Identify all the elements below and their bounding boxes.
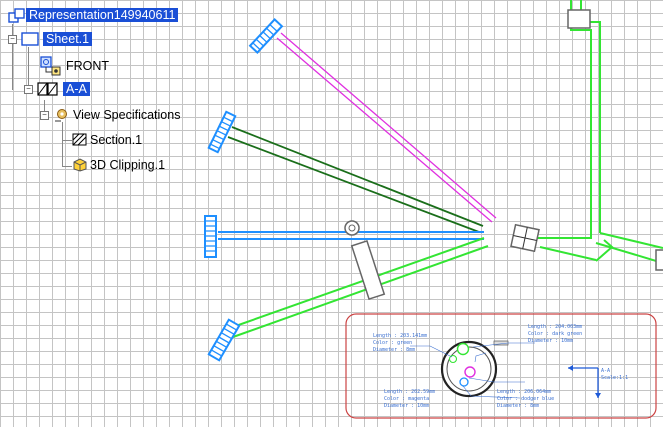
tree-connector <box>12 24 13 90</box>
callout-3-diameter: Diameter : 10mm <box>384 403 429 409</box>
view-specifications-gear-icon <box>53 108 69 122</box>
tree-connector <box>28 47 29 90</box>
magenta-rod[interactable] <box>248 18 497 223</box>
callout-4: Length : 206.064mm Color : dodger blue D… <box>497 389 554 409</box>
collapse-toggle-sheet[interactable]: − <box>8 34 17 44</box>
callout-2-diameter: Diameter : 10mm <box>528 338 573 344</box>
tree-item-view-specifications[interactable]: − View Specifications <box>40 108 180 122</box>
gray-bracket-right[interactable] <box>655 249 663 271</box>
tree-label-sheet: Sheet.1 <box>43 32 93 46</box>
tree-item-representation[interactable]: Representation149940611 <box>8 8 179 23</box>
tree-label-view-specifications: View Specifications <box>73 108 181 122</box>
tree-label-3d-clipping: 3D Clipping.1 <box>90 158 166 172</box>
callout-3: Length : 202.59mm Color : magenta Diamet… <box>384 389 435 409</box>
section-detail-view[interactable]: Length : 203.141mm Color : green Diamete… <box>345 313 657 419</box>
dodger-blue-rod[interactable] <box>204 215 484 258</box>
sheet-icon <box>21 32 39 46</box>
tree-label-section: Section.1 <box>90 133 143 147</box>
callout-1: Length : 203.141mm Color : green Diamete… <box>373 333 427 353</box>
specification-tree: Representation149940611 − Sheet.1 FRONT … <box>0 0 240 200</box>
tree-item-sheet[interactable]: − Sheet.1 <box>8 32 93 46</box>
callout-4-color: Color : dodger blue <box>497 396 554 402</box>
front-view-icon <box>40 56 62 76</box>
callout-2-length: Length : 204.003mm <box>528 324 582 330</box>
callout-2: Length : 204.003mm Color : dark green Di… <box>528 324 582 344</box>
callout-1-diameter: Diameter : 8mm <box>373 347 415 353</box>
section-view-icon <box>37 82 59 96</box>
axis-marker: A-A Scale:1:1 <box>568 365 628 398</box>
callout-2-color: Color : dark green <box>528 331 582 337</box>
center-joint[interactable] <box>510 223 540 253</box>
detail-view-label: A-A <box>601 368 610 374</box>
tree-connector <box>62 122 63 166</box>
callout-3-length: Length : 202.59mm <box>384 389 435 395</box>
gray-bracket-top[interactable] <box>567 9 591 29</box>
collapse-toggle-view-specs[interactable]: − <box>40 110 49 120</box>
clipping-box-icon <box>72 158 87 172</box>
dark-green-rod[interactable] <box>207 110 484 233</box>
tree-item-section[interactable]: Section.1 <box>72 133 142 147</box>
collapse-toggle-section-view[interactable]: − <box>24 84 33 94</box>
tree-label-representation: Representation149940611 <box>26 8 179 22</box>
tree-label-front: FRONT <box>66 59 110 73</box>
callout-3-color: Color : magenta <box>384 396 429 402</box>
representation-icon <box>8 8 25 23</box>
tree-label-section-view: A-A <box>63 82 90 96</box>
tree-item-section-view[interactable]: − A-A <box>24 82 90 96</box>
tree-item-3d-clipping[interactable]: 3D Clipping.1 <box>72 158 165 172</box>
detail-scale-label: Scale:1:1 <box>601 375 628 381</box>
callout-4-length: Length : 206.064mm <box>497 389 551 395</box>
green-rod[interactable] <box>207 237 489 362</box>
section-hatch-icon <box>72 133 87 147</box>
gray-bracket-mid[interactable] <box>344 220 386 301</box>
tree-connector <box>62 140 72 141</box>
tree-connector <box>62 166 72 167</box>
tree-connector <box>44 100 45 116</box>
callout-4-diameter: Diameter : 8mm <box>497 403 539 409</box>
tree-item-front[interactable]: FRONT <box>40 56 109 76</box>
callout-1-color: Color : green <box>373 340 412 346</box>
green-frame-tubes[interactable] <box>530 0 663 264</box>
callout-1-length: Length : 203.141mm <box>373 333 427 339</box>
